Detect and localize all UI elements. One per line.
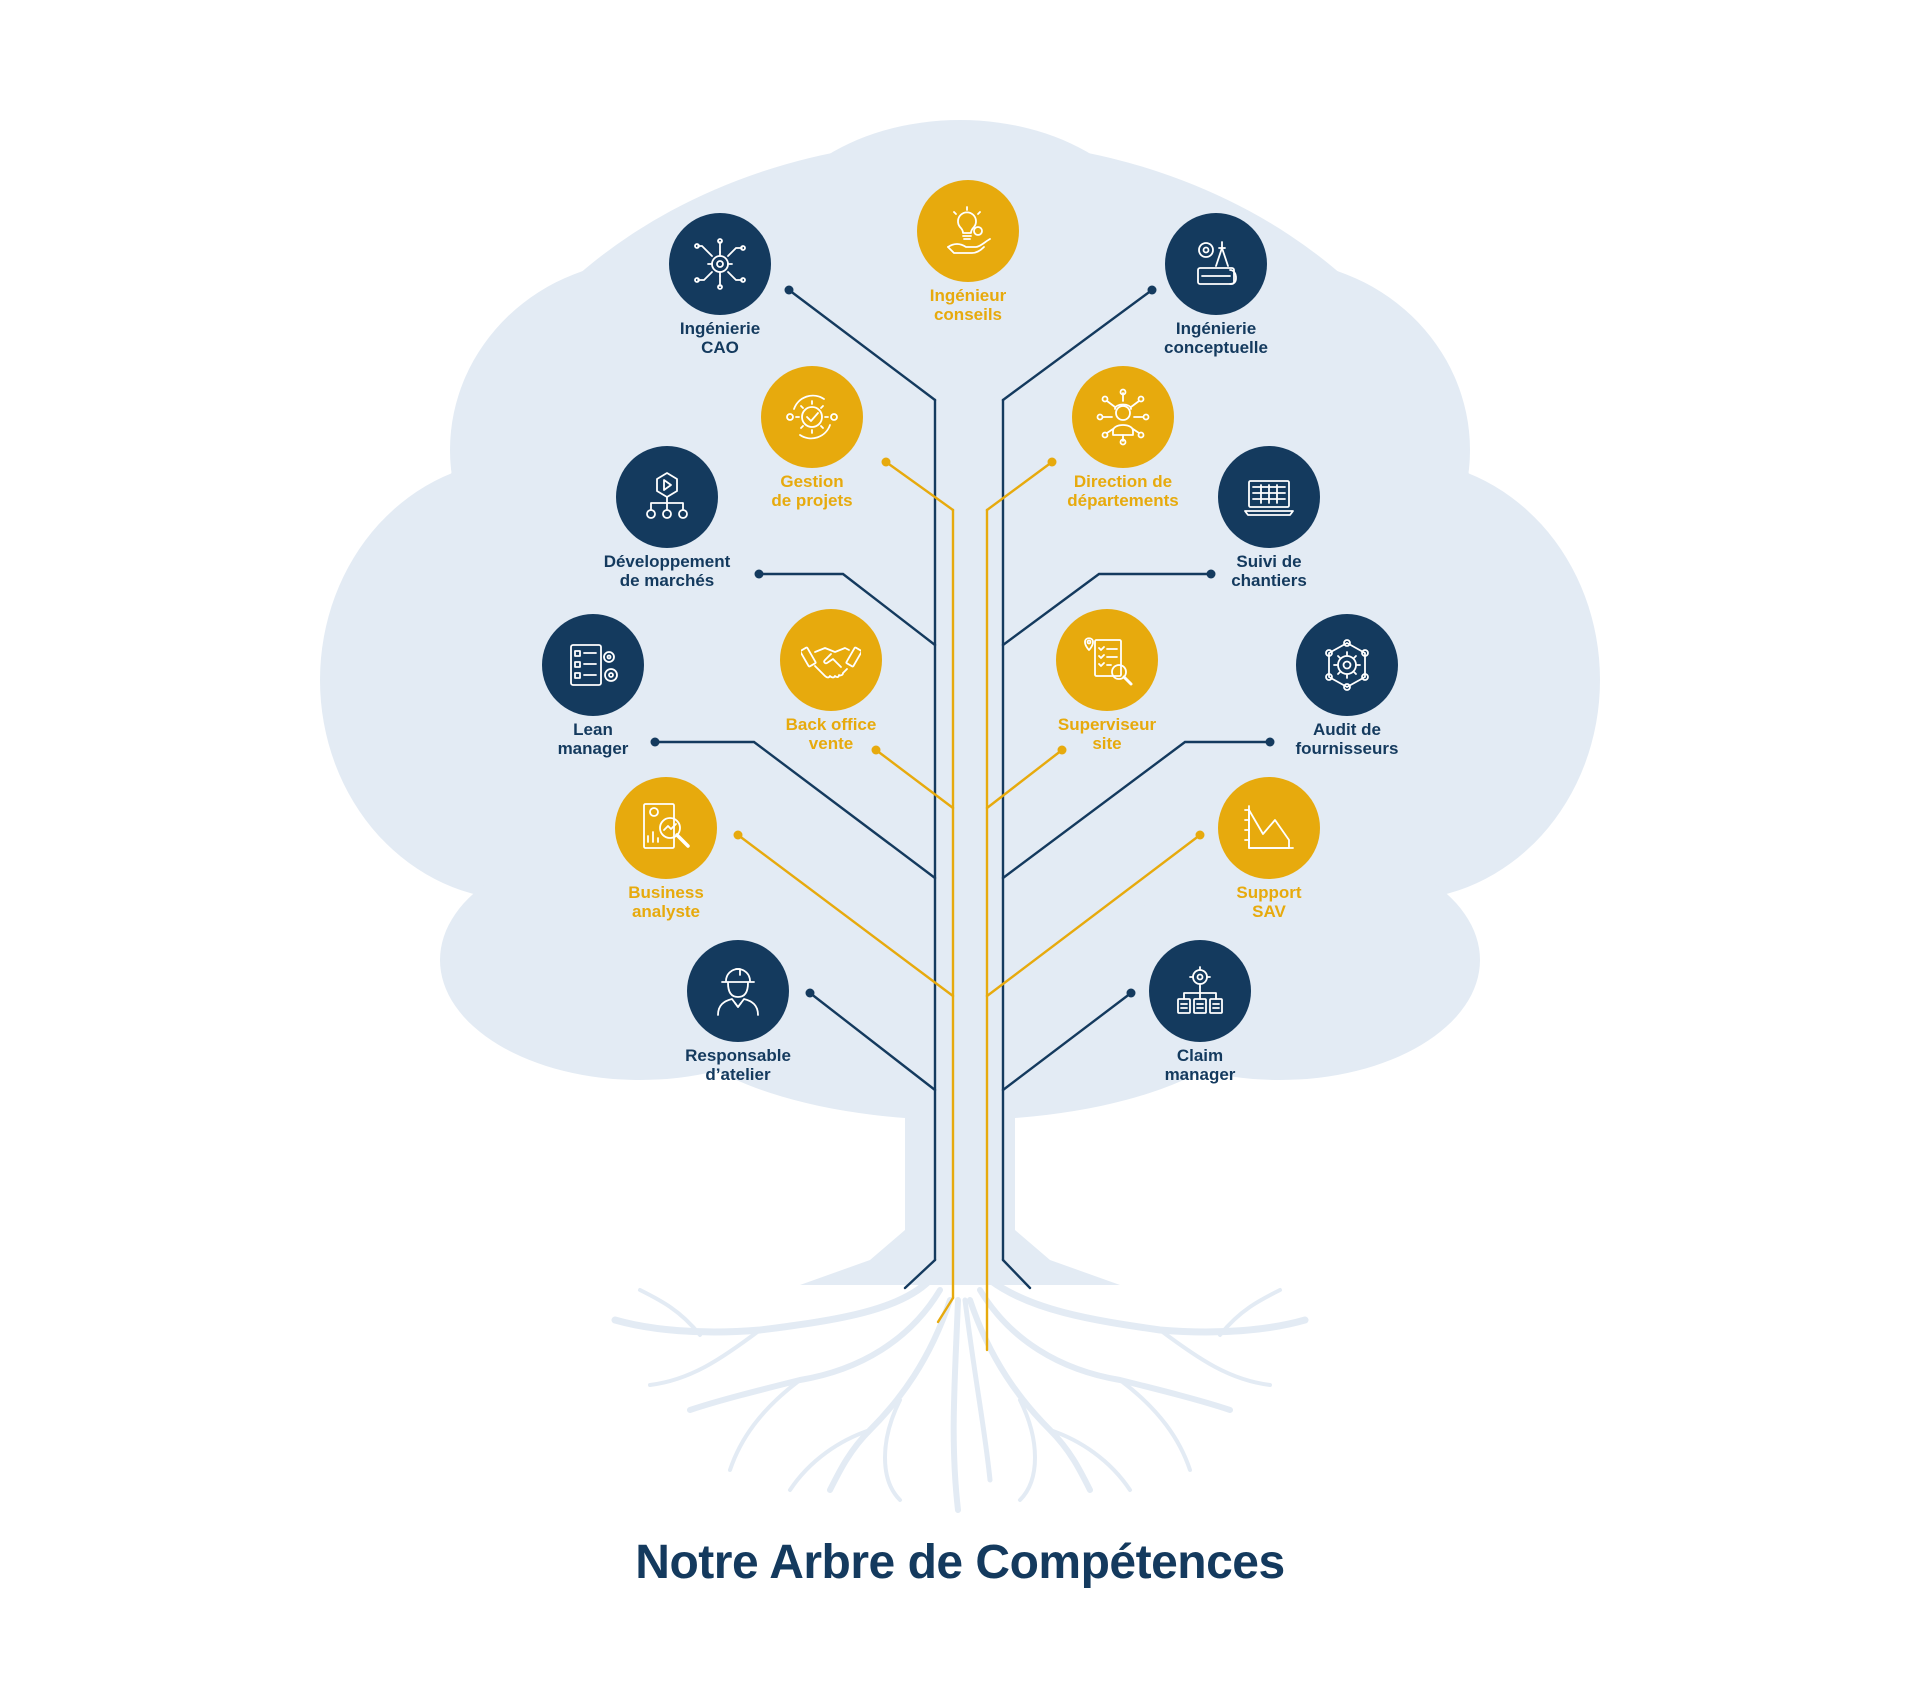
gear-cycle-icon bbox=[761, 366, 863, 468]
node-gestion-de-projets[interactable]: Gestion de projets bbox=[712, 366, 912, 510]
node-label: Ingénierie conceptuelle bbox=[1164, 319, 1268, 357]
node-label: Développement de marchés bbox=[603, 552, 731, 590]
node-claim-manager[interactable]: Claim manager bbox=[1100, 940, 1300, 1084]
node-lean-manager[interactable]: Lean manager bbox=[493, 614, 693, 758]
gold-connector-dots bbox=[733, 457, 1205, 840]
navy-connectors bbox=[653, 288, 1272, 1290]
checklist-gear-icon bbox=[542, 614, 644, 716]
gear-network-icon bbox=[1296, 614, 1398, 716]
node-audit-de-fournisseurs[interactable]: Audit de fournisseurs bbox=[1247, 614, 1447, 758]
handshake-icon bbox=[780, 609, 882, 711]
node-label: Responsable d’atelier bbox=[685, 1046, 791, 1084]
node-business-analyste[interactable]: Business analyste bbox=[566, 777, 766, 921]
node-label: Lean manager bbox=[557, 720, 629, 758]
node-label: Back office vente bbox=[785, 715, 877, 753]
navy-connector-dots bbox=[650, 285, 1275, 998]
node-label: Suivi de chantiers bbox=[1231, 552, 1307, 590]
node-superviseur-site[interactable]: Superviseur site bbox=[1007, 609, 1207, 753]
node-label: Claim manager bbox=[1164, 1046, 1236, 1084]
lightbulb-hand-icon bbox=[917, 180, 1019, 282]
node-back-office-vente[interactable]: Back office vente bbox=[731, 609, 931, 753]
node-label: Support SAV bbox=[1236, 883, 1302, 921]
node-responsable-datelier[interactable]: Responsable d’atelier bbox=[638, 940, 838, 1084]
node-label: Gestion de projets bbox=[771, 472, 853, 510]
node-ingenierie-conceptuelle[interactable]: Ingénierie conceptuelle bbox=[1116, 213, 1316, 357]
node-developpement-de-marches[interactable]: Développement de marchés bbox=[567, 446, 767, 590]
node-label: Superviseur site bbox=[1057, 715, 1157, 753]
node-label: Direction de départements bbox=[1067, 472, 1179, 510]
tree-roots bbox=[611, 1276, 1309, 1513]
gear-org-chart-icon bbox=[1149, 940, 1251, 1042]
node-label: Ingénieur conseils bbox=[929, 286, 1007, 324]
node-ingenierie-cao[interactable]: Ingénierie CAO bbox=[620, 213, 820, 357]
gold-connectors bbox=[736, 460, 1202, 1352]
node-suivi-de-chantiers[interactable]: Suivi de chantiers bbox=[1169, 446, 1369, 590]
node-direction-de-departements[interactable]: Direction de départements bbox=[1023, 366, 1223, 510]
node-label: Audit de fournisseurs bbox=[1295, 720, 1399, 758]
node-label: Business analyste bbox=[628, 883, 704, 921]
report-magnifier-icon bbox=[615, 777, 717, 879]
area-chart-icon bbox=[1218, 777, 1320, 879]
node-support-sav[interactable]: Support SAV bbox=[1169, 777, 1369, 921]
node-ingenieur-conseils[interactable]: Ingénieur conseils bbox=[868, 180, 1068, 324]
play-hierarchy-icon bbox=[616, 446, 718, 548]
laptop-schedule-icon bbox=[1218, 446, 1320, 548]
page-title: Notre Arbre de Compétences bbox=[635, 1536, 1285, 1589]
checklist-search-icon bbox=[1056, 609, 1158, 711]
drafting-tools-icon bbox=[1165, 213, 1267, 315]
tree-trunk bbox=[800, 1050, 1120, 1285]
node-label: Ingénierie CAO bbox=[679, 319, 761, 357]
manager-network-icon bbox=[1072, 366, 1174, 468]
circuit-gear-icon bbox=[669, 213, 771, 315]
hard-hat-worker-icon bbox=[687, 940, 789, 1042]
